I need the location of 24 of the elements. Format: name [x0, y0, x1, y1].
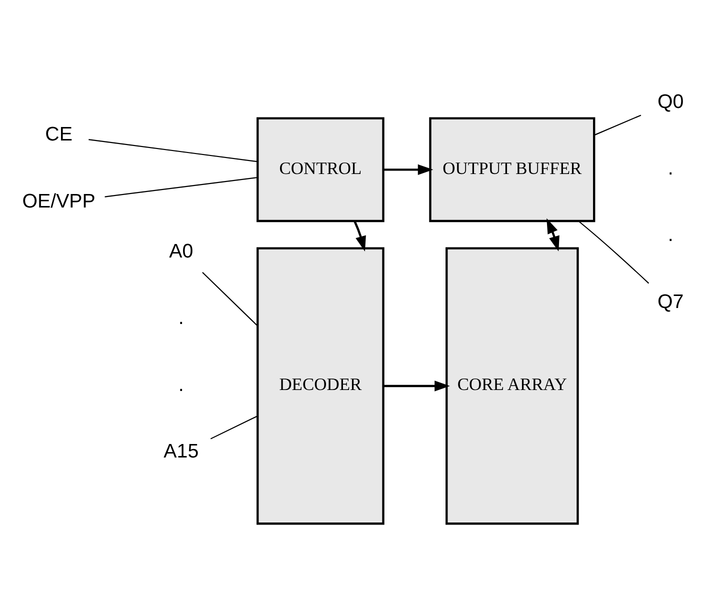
- node-text: Q7: [657, 290, 684, 313]
- node-box: CONTROL: [256, 117, 384, 222]
- connector: [210, 415, 258, 440]
- connector: [578, 220, 650, 284]
- label: .: [178, 307, 184, 330]
- label: .: [178, 374, 184, 396]
- node-text: A15: [164, 440, 199, 462]
- arrow: [354, 220, 366, 252]
- arrow: [384, 164, 434, 176]
- connector: [594, 114, 642, 136]
- node-text: CE: [45, 124, 72, 146]
- node-text: Q0: [657, 90, 684, 113]
- connector: [88, 139, 258, 162]
- node-text: A0: [169, 240, 194, 263]
- connector: [202, 272, 258, 326]
- node-box: CORE ARRAY: [446, 247, 579, 525]
- node-box: DECODER: [256, 247, 384, 525]
- node-text: OE/VPP: [22, 190, 96, 212]
- arrow: [384, 380, 450, 392]
- node-box: OUTPUT BUFFER: [429, 117, 596, 222]
- arrow: [546, 218, 560, 252]
- connector: [104, 176, 258, 198]
- label: .: [668, 224, 674, 246]
- label: .: [668, 157, 674, 180]
